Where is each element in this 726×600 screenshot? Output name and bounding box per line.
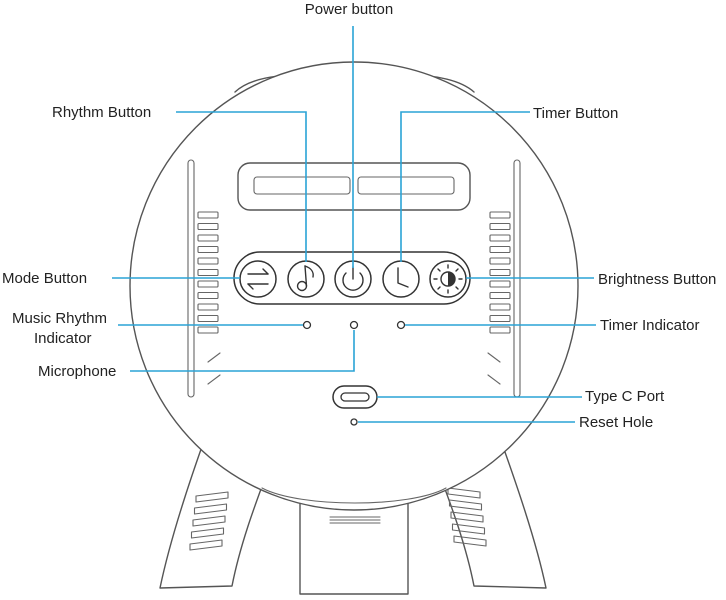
label-microphone: Microphone [38, 363, 116, 380]
brightness-button[interactable] [429, 260, 467, 298]
label-brightness-button: Brightness Button [598, 271, 716, 288]
right-leg-vent [448, 499, 483, 511]
right-leg-vent [450, 511, 484, 523]
right-leg-vent [447, 487, 481, 499]
label-timer-indicator: Timer Indicator [600, 317, 699, 334]
body-lower-arc [261, 487, 447, 504]
clock-icon [397, 267, 409, 288]
label-type-c-port: Type C Port [585, 388, 665, 405]
label-timer-button: Timer Button [533, 105, 618, 122]
vent-slat [197, 303, 219, 311]
microphone-hole [349, 320, 359, 330]
leader-rhythm [176, 111, 307, 262]
left-leg-vent [193, 503, 228, 515]
label-rhythm-button: Rhythm Button [52, 104, 151, 121]
leader-microphone [130, 330, 355, 372]
right-slits [487, 352, 501, 385]
label-music-rhythm-line1: Music Rhythm [12, 310, 107, 327]
vent-slat [489, 268, 511, 277]
vent-slat [489, 326, 511, 334]
label-reset-hole: Reset Hole [579, 414, 653, 431]
vent-slat [489, 303, 511, 311]
vent-slat [197, 280, 219, 288]
vent-slat [489, 211, 511, 219]
left-leg-vent [190, 527, 225, 539]
vent-slat [489, 234, 511, 242]
timer-button[interactable] [382, 260, 420, 298]
left-leg-vent [189, 539, 223, 551]
vent-slat [197, 234, 219, 242]
vent-slat [489, 245, 511, 254]
left-leg-vent [195, 491, 229, 503]
leader-timer [400, 111, 530, 262]
type-c-port[interactable] [332, 385, 378, 409]
vent-slat [489, 291, 511, 300]
arrows-swap-icon [247, 268, 269, 290]
vent-slat [489, 222, 511, 231]
right-leg-vent [453, 535, 487, 547]
leader-lines [112, 26, 596, 423]
label-mode-button: Mode Button [2, 270, 87, 287]
music-rhythm-indicator [302, 320, 312, 330]
left-slits [207, 352, 221, 385]
bottom-grill [329, 516, 381, 524]
vent-slat [489, 280, 511, 288]
power-icon [342, 266, 364, 291]
vent-slat [197, 245, 219, 254]
vent-slat [197, 314, 219, 323]
label-music-rhythm-line2: Indicator [34, 330, 92, 347]
right-leg-vent [451, 523, 486, 535]
mode-button[interactable] [239, 260, 277, 298]
vent-slat [197, 291, 219, 300]
vent-slat [489, 314, 511, 323]
vent-slat [489, 257, 511, 265]
vent-slat [197, 211, 219, 219]
reset-hole[interactable] [350, 418, 358, 426]
display-left-slot [253, 176, 351, 195]
sun-icon [433, 264, 463, 294]
right-vents [489, 211, 511, 334]
timer-indicator [396, 320, 406, 330]
rhythm-button[interactable] [287, 260, 325, 298]
vent-slat [197, 222, 219, 231]
left-leg-vent [192, 515, 226, 527]
vent-slat [197, 268, 219, 277]
display-window [237, 162, 471, 211]
display-right-slot [357, 176, 455, 195]
music-note-icon [296, 265, 314, 292]
left-vents [197, 211, 219, 334]
vent-slat [197, 326, 219, 334]
vent-slat [197, 257, 219, 265]
label-power-button: Power button [305, 1, 393, 18]
